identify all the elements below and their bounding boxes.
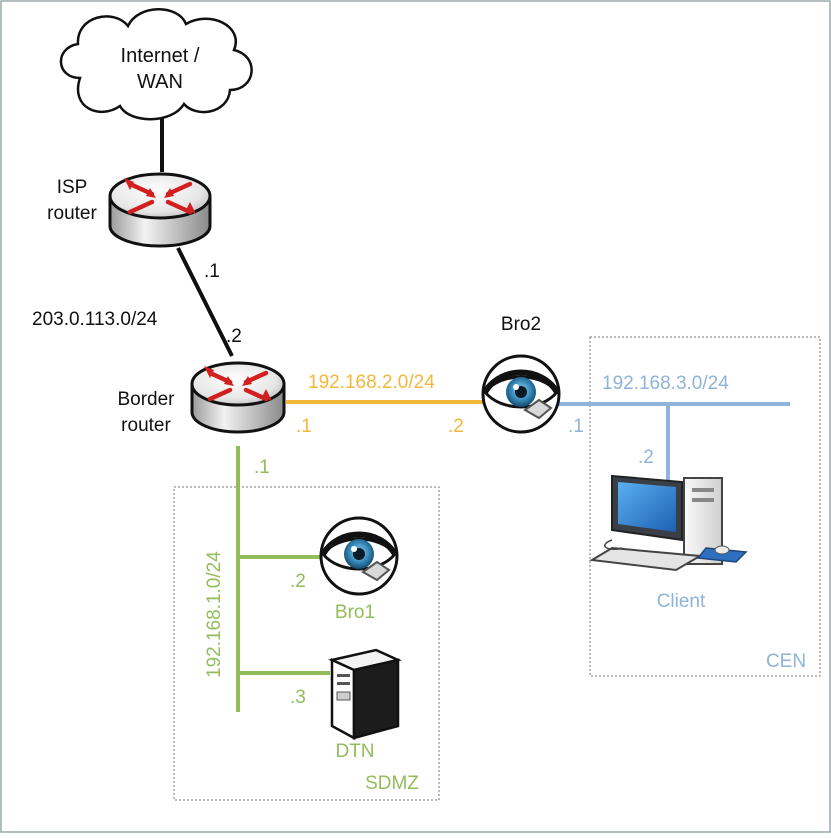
isp-router-label-line2: router: [47, 203, 97, 224]
cen-zone-label: CEN: [766, 651, 806, 672]
client-computer-icon: [588, 474, 748, 572]
isp-router-label-line1: ISP: [57, 177, 88, 198]
isp-router-icon: [108, 172, 212, 248]
sdmz-zone-box: [173, 486, 440, 801]
border-router-icon: [190, 361, 286, 434]
client-label: Client: [657, 591, 706, 612]
border-router-label-line1: Border: [117, 389, 175, 410]
dtn-server-icon: [328, 648, 402, 741]
bro1-eye-icon: [319, 516, 399, 596]
net2-subnet-label: 192.168.2.0/24: [308, 372, 435, 393]
net1-bro1-host-label: .2: [290, 571, 306, 592]
bro1-label: Bro1: [335, 602, 375, 623]
dtn-label: DTN: [335, 741, 374, 762]
net3-subnet-label: 192.168.3.0/24: [602, 373, 729, 394]
border-wan-host-label: .2: [226, 326, 242, 347]
internet-label-line2: WAN: [137, 71, 183, 93]
border-router-label-line2: router: [121, 415, 171, 436]
sdmz-zone-label: SDMZ: [365, 773, 419, 794]
net1-border-host-label: .1: [254, 457, 270, 478]
cen-zone-box: [589, 336, 821, 677]
net1-subnet-label: 192.168.1.0/24: [204, 551, 225, 678]
net2-border-host-label: .1: [296, 416, 312, 437]
bro2-label: Bro2: [501, 314, 541, 335]
internet-label-line1: Internet /: [121, 45, 200, 67]
bro2-eye-icon: [481, 354, 561, 434]
net2-bro2-host-label: .2: [448, 416, 464, 437]
wan-subnet-label: 203.0.113.0/24: [32, 309, 158, 330]
net3-client-host-label: .2: [638, 447, 654, 468]
wan-link-line: [176, 247, 234, 357]
isp-host-label: .1: [204, 261, 220, 282]
internet-cloud-icon: [59, 8, 253, 121]
net1-dtn-host-label: .3: [290, 687, 306, 708]
net3-bro2-host-label: .1: [568, 416, 584, 437]
